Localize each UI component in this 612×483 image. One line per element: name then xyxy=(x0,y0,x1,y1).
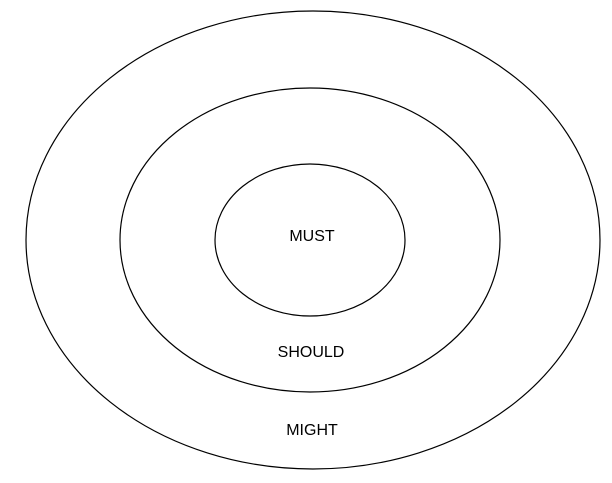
inner-ring xyxy=(214,163,406,317)
label-must: MUST xyxy=(289,228,335,245)
label-should: SHOULD xyxy=(278,344,345,361)
label-might: MIGHT xyxy=(286,422,338,439)
middle-ring xyxy=(119,87,501,393)
outer-ring xyxy=(25,10,601,470)
